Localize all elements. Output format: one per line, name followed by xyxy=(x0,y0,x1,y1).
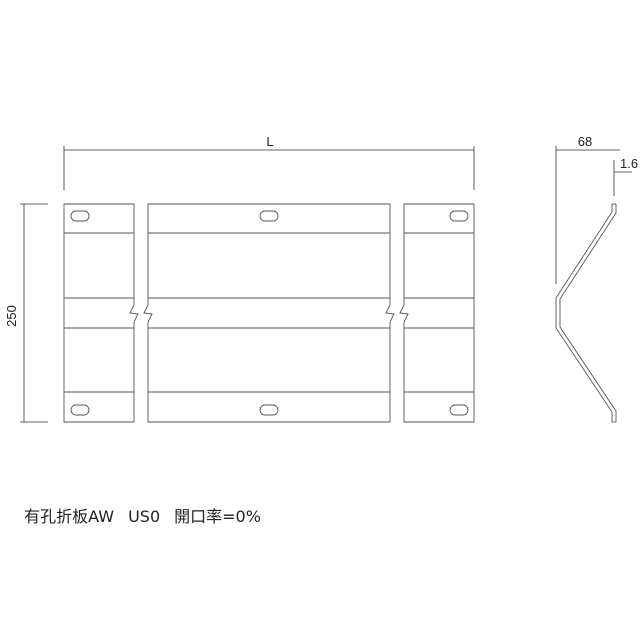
panel-middle-segment xyxy=(147,203,391,305)
break-mark-right-2 xyxy=(399,304,409,323)
break-mark-left xyxy=(129,304,139,323)
slot-hole xyxy=(70,210,90,222)
product-model: US0 xyxy=(128,507,161,526)
break-mark-right xyxy=(385,304,395,323)
height-label: 250 xyxy=(4,305,19,327)
slot-hole xyxy=(449,404,469,416)
slot-hole xyxy=(449,210,469,222)
slot-hole xyxy=(259,210,279,222)
opening-ratio: 開口率=0% xyxy=(174,507,261,526)
slot-hole xyxy=(259,404,279,416)
product-name: 有孔折板AW xyxy=(24,507,115,526)
panel-middle-segment-bottom xyxy=(147,322,391,423)
slot-hole xyxy=(70,404,90,416)
length-dimension xyxy=(63,146,475,190)
break-mark-left-2 xyxy=(143,304,153,323)
side-profile xyxy=(555,203,617,423)
panel-right-segment xyxy=(403,203,475,423)
product-caption: 有孔折板AW US0 開口率=0% xyxy=(14,484,275,527)
length-label: L xyxy=(266,134,273,149)
profile-dimension xyxy=(555,146,632,284)
thickness-label: 1.6 xyxy=(620,156,638,171)
front-view xyxy=(63,203,475,423)
panel-left-segment xyxy=(63,203,135,423)
profile-width-label: 68 xyxy=(578,134,592,149)
height-dimension xyxy=(20,203,48,423)
